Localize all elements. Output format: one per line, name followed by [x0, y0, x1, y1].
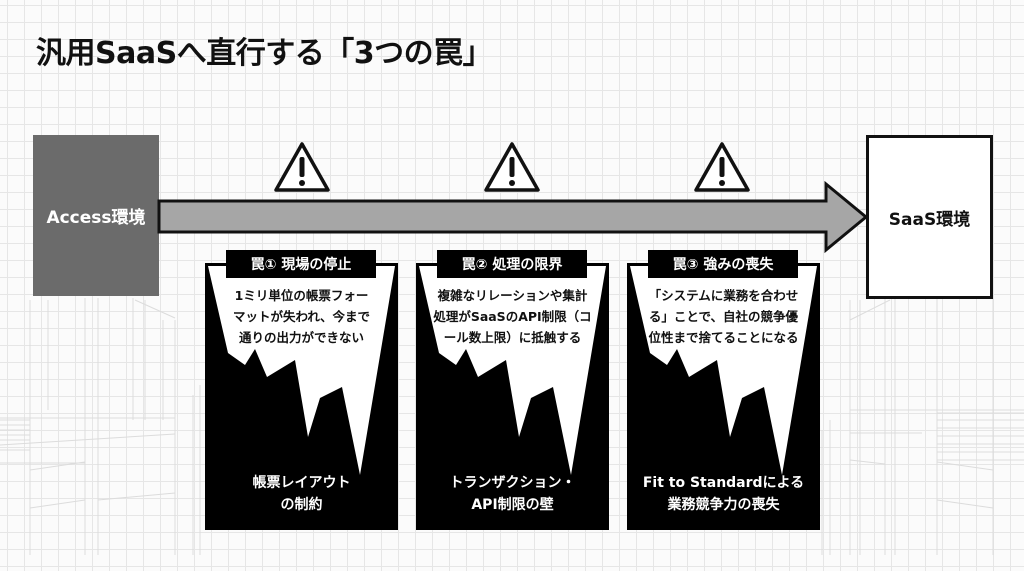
trap-summary: Fit to Standardによる 業務競争力の喪失 [642, 475, 805, 513]
page-title: 汎用SaaSへ直行する「3つの罠」 [36, 36, 493, 71]
trap-label: 罠③ 強みの喪失 [648, 250, 798, 278]
jagged-crack-graphic [627, 263, 820, 530]
warning-triangle-icon [274, 142, 330, 192]
trap-label: 罠② 処理の限界 [437, 250, 587, 278]
saas-environment-box: SaaS環境 [866, 135, 993, 299]
access-environment-label: Access環境 [46, 208, 146, 228]
trap-card-2: 罠② 処理の限界 複雑なリレーションや集計 処理がSaaSのAPI制限（コ ール… [416, 250, 609, 530]
trap-card-1: 罠① 現場の停止 1ミリ単位の帳票フォー マットが失われ、今まで 通りの出力がで… [205, 250, 398, 530]
access-environment-box: Access環境 [33, 135, 159, 296]
trap-card-3: 罠③ 強みの喪失 「システムに業務を合わせ る」ことで、自社の競争優 位性まで捨… [627, 250, 820, 530]
jagged-crack-graphic [205, 263, 398, 530]
saas-environment-label: SaaS環境 [888, 209, 971, 230]
trap-description: 複雑なリレーションや集計 処理がSaaSのAPI制限（コ ール数上限）に抵触する [433, 288, 592, 345]
trap-summary: 帳票レイアウト の制約 [252, 475, 351, 513]
trap-description: 「システムに業務を合わせ る」ことで、自社の競争優 位性まで捨てることになる [648, 288, 799, 345]
jagged-crack-graphic [416, 263, 609, 530]
trap-summary: トランザクション・ API制限の壁 [449, 475, 576, 513]
trap-label: 罠① 現場の停止 [226, 250, 376, 278]
warning-triangle-icon [484, 142, 540, 192]
trap-description: 1ミリ単位の帳票フォー マットが失われ、今まで 通りの出力ができない [232, 288, 370, 345]
warning-triangle-icon [694, 142, 750, 192]
